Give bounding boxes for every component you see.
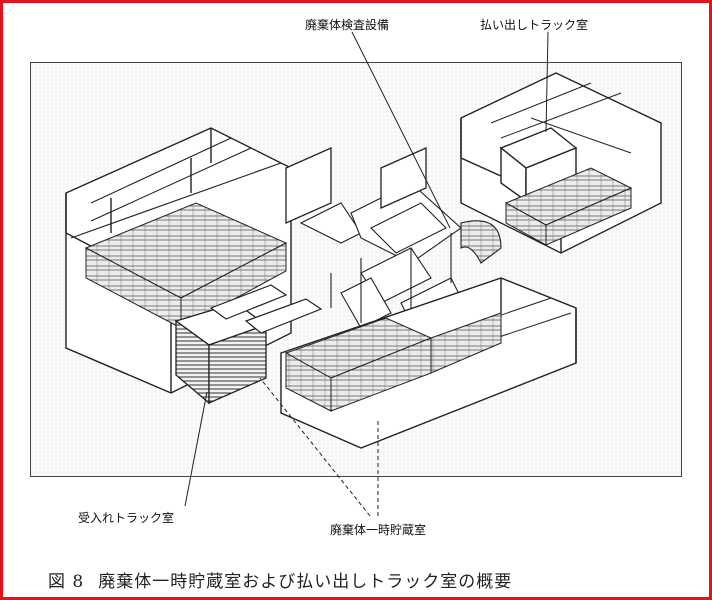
caption-text: 廃棄体一時貯蔵室および払い出しトラック室の概要 [98, 572, 513, 592]
label-inspection-equipment: 廃棄体検査設備 [305, 18, 390, 32]
figure-number: 図 8 [48, 572, 85, 592]
label-inbound-truck-room: 受入れトラック室 [78, 511, 175, 525]
facility-illustration [30, 62, 682, 477]
transfer-trays [209, 284, 323, 334]
isometric-drawing [31, 63, 681, 476]
label-outbound-truck-room: 払い出しトラック室 [480, 18, 589, 32]
left-drum-stack [84, 202, 288, 329]
label-temporary-storage-room: 廃棄体一時貯蔵室 [330, 523, 427, 537]
outbound-drum-rows [504, 167, 633, 246]
figure-caption: 図 8 廃棄体一時貯蔵室および払い出しトラック室の概要 [48, 567, 526, 592]
